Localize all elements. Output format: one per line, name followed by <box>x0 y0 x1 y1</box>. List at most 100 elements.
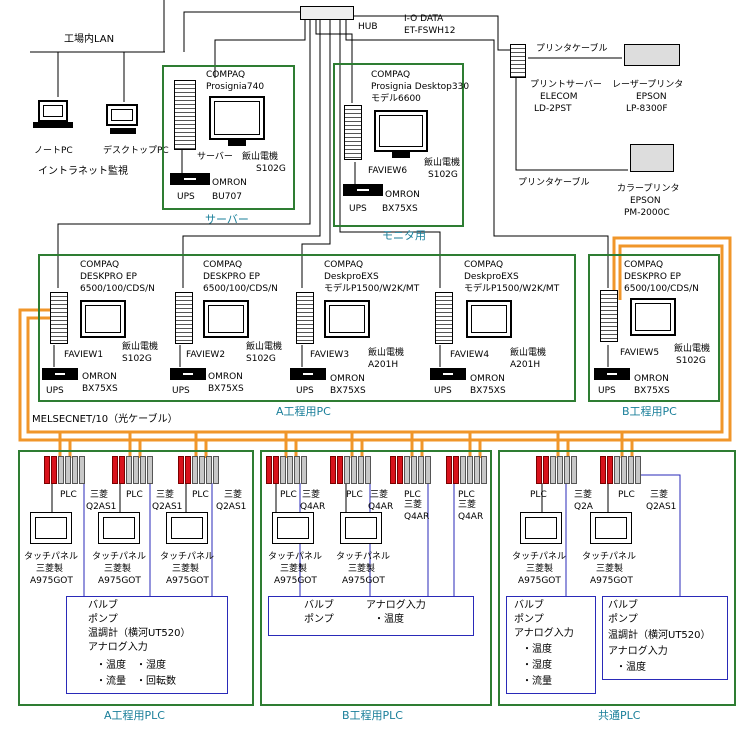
monitor-pc-group <box>333 63 464 227</box>
pc4-tower-icon <box>435 292 453 344</box>
hub-model1: I-O DATA <box>404 14 444 24</box>
a-plc2-model: Q2AS1 <box>152 502 183 512</box>
common-plc-caption: 共通PLC <box>598 709 641 722</box>
c-panel2-l2: 三菱製 <box>596 564 624 574</box>
b-plc2-rack <box>330 456 372 484</box>
notebook-keyboard <box>33 122 73 128</box>
print-server-label: プリントサーバー <box>530 80 602 90</box>
a-pc-caption: A工程用PC <box>276 405 331 418</box>
a-io-5: ・流量 ・回転数 <box>96 676 176 687</box>
melsecnet-label: MELSECNET/10（光ケーブル） <box>32 414 178 425</box>
a-plc1-maker: 三菱 <box>90 490 109 500</box>
c-panel1-l2: 三菱製 <box>526 564 554 574</box>
a-panel2-l2: 三菱製 <box>104 564 132 574</box>
c-io-left-1: ポンプ <box>514 614 544 625</box>
pc5-model: DESKPRO EP <box>624 272 681 282</box>
c-io-left-4: ・湿度 <box>522 660 552 671</box>
laser-printer-icon <box>624 44 680 66</box>
printer-cable-label-2: プリンタケーブル <box>518 178 590 188</box>
server-ups-brand: OMRON <box>212 178 247 188</box>
color-printer-icon <box>630 144 674 172</box>
a-plc3-label: PLC <box>192 490 209 500</box>
monitor-pc-monitor-icon <box>374 110 428 152</box>
pc1-ups-icon <box>42 368 78 380</box>
b-plc4-model: Q4AR <box>458 512 484 522</box>
c-plc1-label: PLC <box>530 490 547 500</box>
b-io-right-1: ・温度 <box>374 614 404 625</box>
c-plc1-rack <box>536 456 578 484</box>
pc2-mon-model: S102G <box>246 354 276 364</box>
c-io-left-2: アナログ入力 <box>514 628 574 639</box>
b-plc1-rack <box>266 456 308 484</box>
pc3-monitor-icon <box>324 300 370 338</box>
pc4-spec: モデルP1500/W2K/MT <box>464 284 560 294</box>
hub-icon <box>300 6 354 20</box>
b-pc-caption: B工程用PC <box>622 405 677 418</box>
pc1-ups-label: UPS <box>46 386 64 396</box>
pc5-tower-icon <box>600 290 618 342</box>
b-panel2-l2: 三菱製 <box>348 564 376 574</box>
pc4-monitor-icon <box>466 300 512 338</box>
c-io-left-box <box>506 596 596 694</box>
b-plc3-label: PLC <box>404 490 421 500</box>
c-touch-panel-1-icon <box>520 512 562 544</box>
a-io-0: バルブ <box>88 600 118 611</box>
pc2-mon-brand: 飯山電機 <box>246 342 283 352</box>
monitor-pc-model2: モデル6600 <box>371 94 421 104</box>
pc1-ups-brand: OMRON <box>82 372 117 382</box>
server-mon-model: S102G <box>256 164 286 174</box>
pc5-brand: COMPAQ <box>624 260 664 270</box>
b-plc4-maker: 三菱 <box>458 500 477 510</box>
pc1-mon-model: S102G <box>122 354 152 364</box>
common-plc-group <box>498 450 736 706</box>
a-plc1-rack <box>44 456 86 484</box>
pc2-ups-model: BX75XS <box>208 384 244 394</box>
laser-printer-model: LP-8300F <box>626 104 668 114</box>
b-touch-panel-1-icon <box>272 512 314 544</box>
pc5-ups-brand: OMRON <box>634 374 669 384</box>
pc4-mon-model: A201H <box>510 360 541 370</box>
b-plc2-maker: 三菱 <box>370 490 389 500</box>
b-plc2-label: PLC <box>346 490 363 500</box>
pc2-model: DESKPRO EP <box>203 272 260 282</box>
b-panel1-l2: 三菱製 <box>280 564 308 574</box>
server-mon-brand: 飯山電機 <box>242 152 279 162</box>
a-panel2-l1: タッチパネル <box>92 552 147 562</box>
color-printer-model: PM-2000C <box>624 208 670 218</box>
b-panel1-l1: タッチパネル <box>268 552 323 562</box>
pc3-ups-icon <box>290 368 326 380</box>
c-touch-panel-2-icon <box>590 512 632 544</box>
b-plc2-model: Q4AR <box>368 502 394 512</box>
monitor-pc-name: FAVIEW6 <box>368 166 408 176</box>
monitor-pc-mon-model: S102G <box>428 170 458 180</box>
pc3-ups-label: UPS <box>296 386 314 396</box>
hub-model2: ET-FSWH12 <box>404 26 456 36</box>
pc4-ups-brand: OMRON <box>470 374 505 384</box>
a-plc3-maker: 三菱 <box>224 490 243 500</box>
a-io-4: ・温度 ・湿度 <box>96 660 166 671</box>
pc4-ups-label: UPS <box>434 386 452 396</box>
a-panel2-l3: A975GOT <box>98 576 141 586</box>
pc1-tower-icon <box>50 292 68 344</box>
pc2-ups-brand: OMRON <box>208 372 243 382</box>
c-panel1-l3: A975GOT <box>518 576 561 586</box>
c-io-right-0: バルブ <box>608 600 638 611</box>
pc1-model: DESKPRO EP <box>80 272 137 282</box>
c-plc2-model: Q2AS1 <box>646 502 677 512</box>
pc1-spec: 6500/100/CDS/N <box>80 284 155 294</box>
pc1-name: FAVIEW1 <box>64 350 104 360</box>
monitor-pc-model: Prosignia Desktop330 <box>371 82 470 92</box>
a-touch-panel-2-icon <box>98 512 140 544</box>
b-plc-group <box>260 450 492 706</box>
a-touch-panel-1-icon <box>30 512 72 544</box>
hub-label: HUB <box>358 22 378 32</box>
pc4-ups-model: BX75XS <box>470 386 506 396</box>
desktop-base <box>110 128 136 134</box>
print-server-icon <box>510 44 526 78</box>
b-touch-panel-2-icon <box>340 512 382 544</box>
a-panel1-l3: A975GOT <box>30 576 73 586</box>
b-plc1-model: Q4AR <box>300 502 326 512</box>
pc4-ups-icon <box>430 368 466 380</box>
b-plc1-label: PLC <box>280 490 297 500</box>
